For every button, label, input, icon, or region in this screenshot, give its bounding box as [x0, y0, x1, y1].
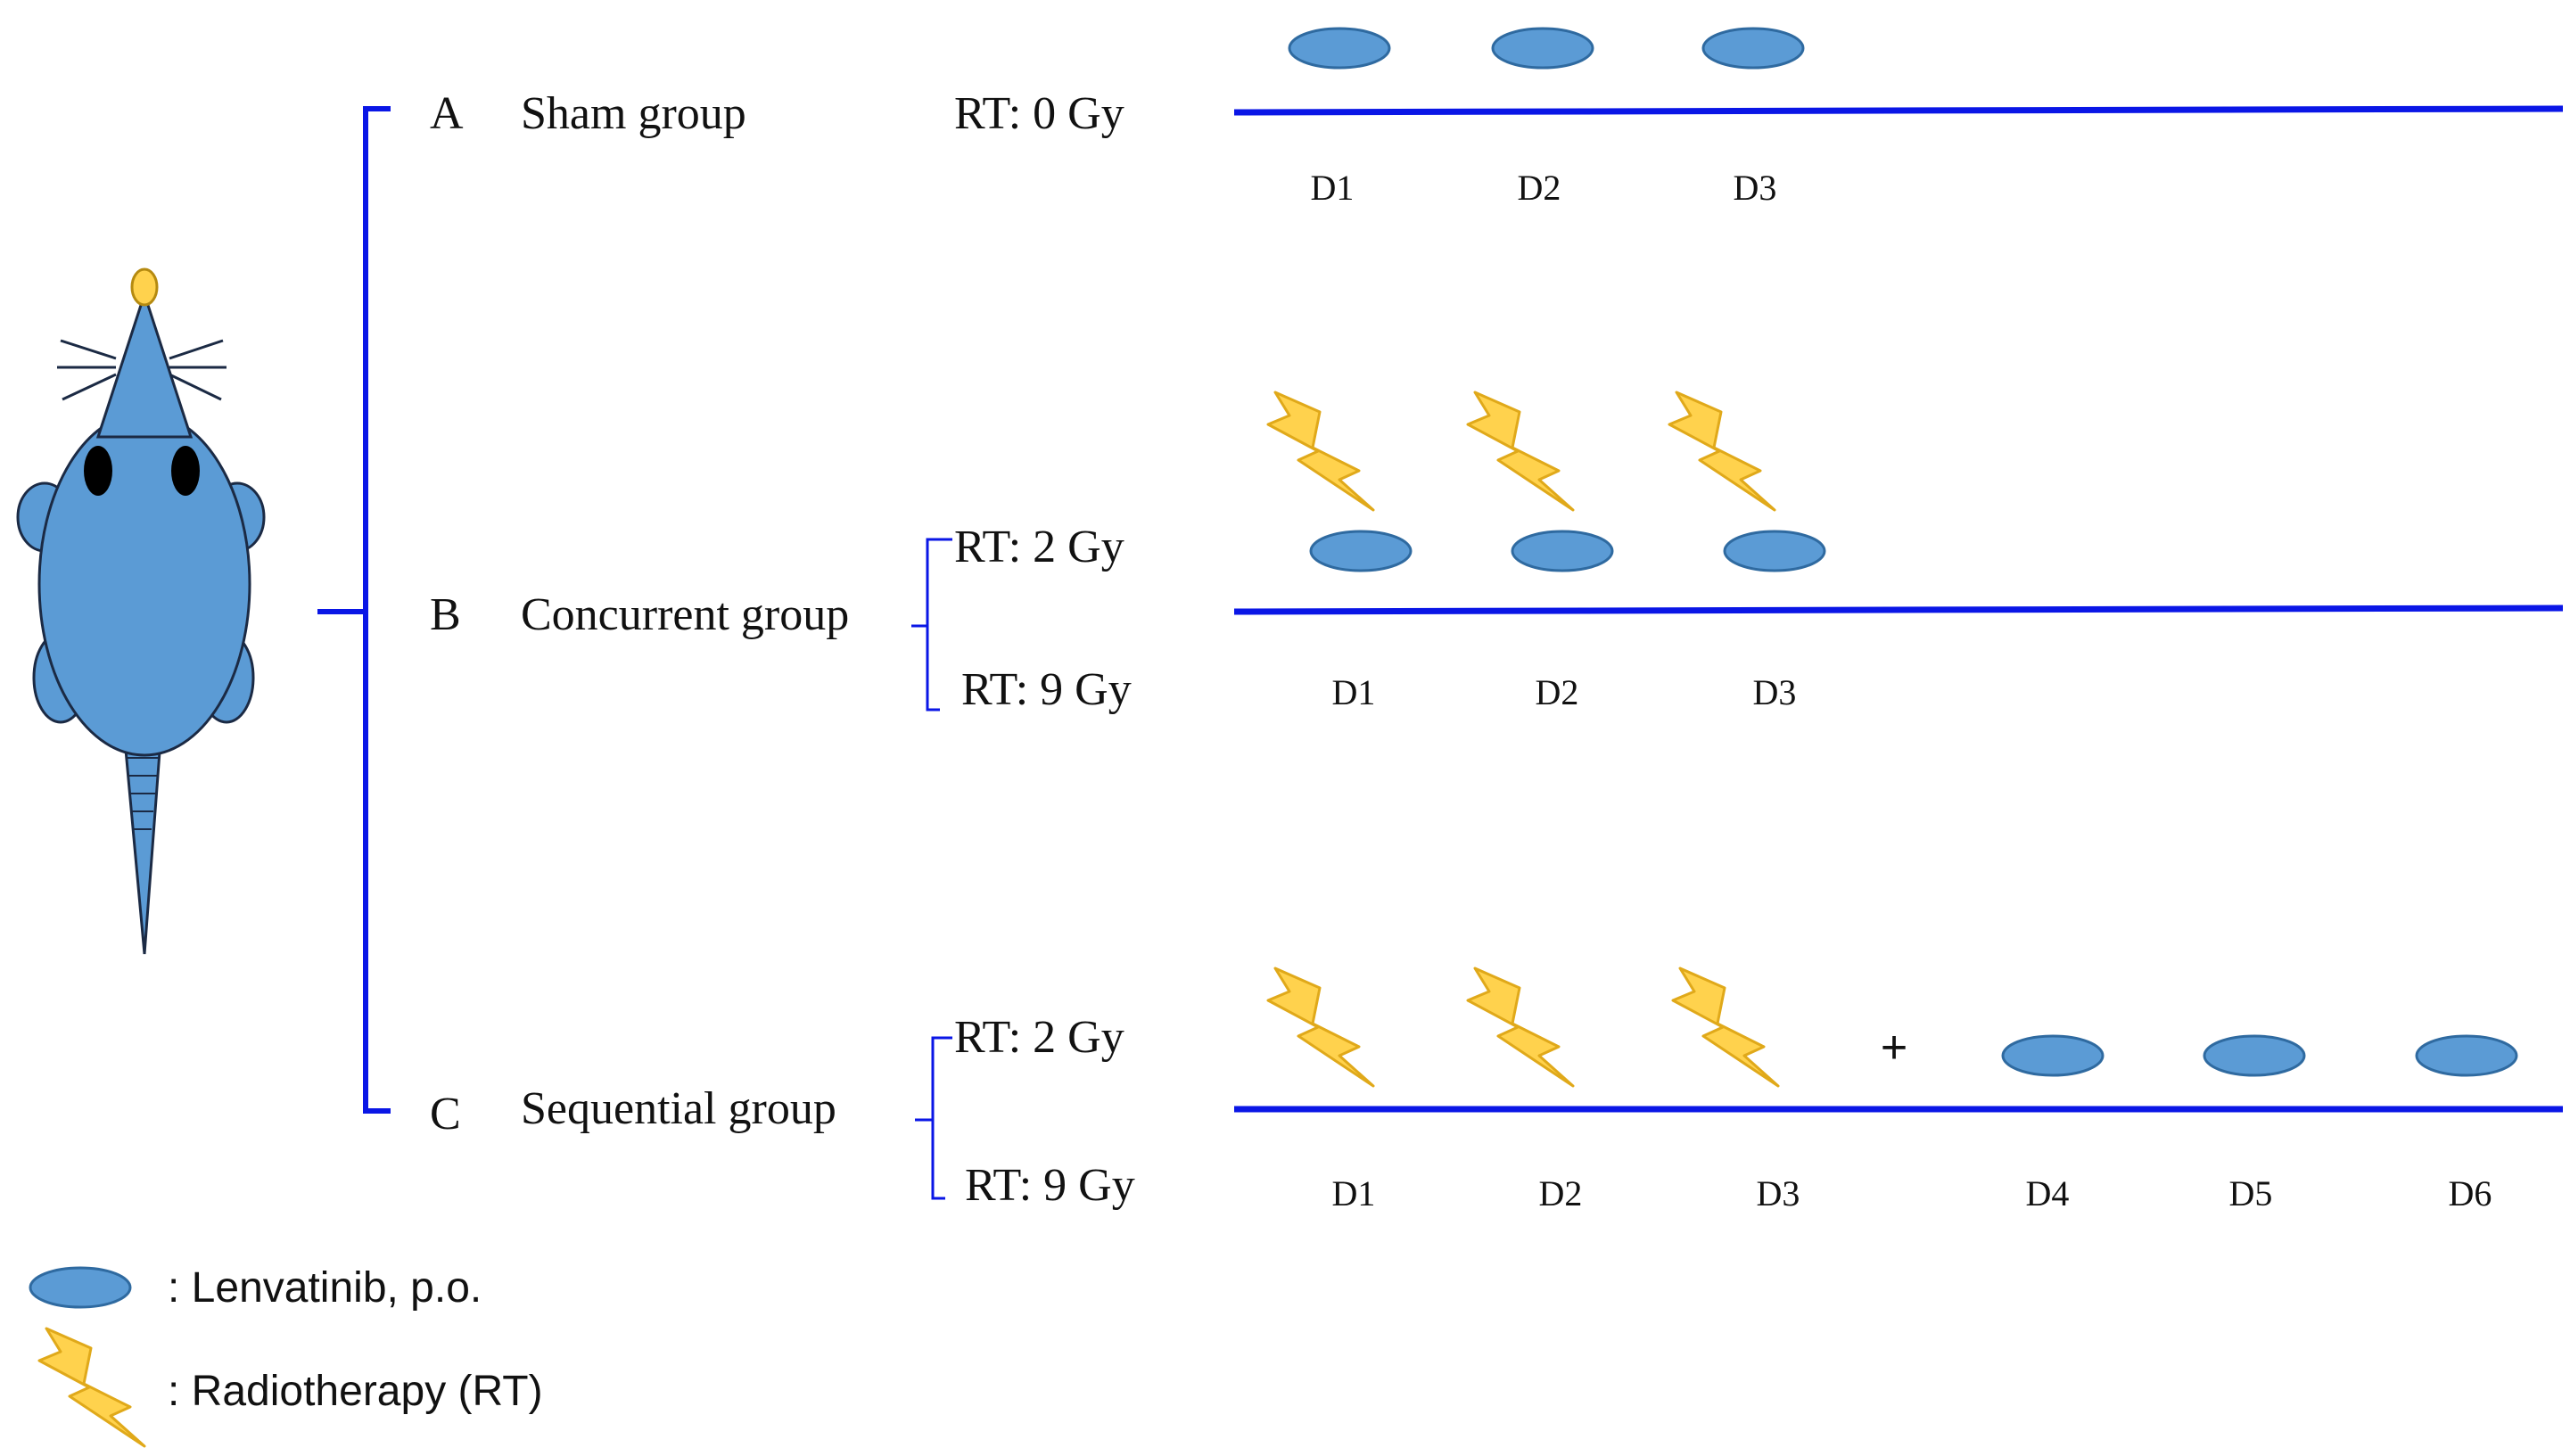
- lightning-bolt-icon: [1671, 967, 1780, 1088]
- lenvatinib-pill-icon: [2001, 1034, 2105, 1077]
- group-c-dose-2gy: RT: 2 Gy: [954, 1012, 1124, 1063]
- lenvatinib-pill-icon: [2203, 1034, 2306, 1077]
- group-c: C Sequential group RT: 2 Gy RT: 9 Gy + D…: [430, 967, 2563, 1213]
- day-label: D2: [1539, 1173, 1583, 1213]
- lenvatinib-pill-icon: [29, 1266, 132, 1309]
- group-b-dose-2gy: RT: 2 Gy: [954, 522, 1124, 572]
- lightning-bolt-icon: [1466, 967, 1575, 1088]
- group-a-name: Sham group: [521, 88, 746, 139]
- group-a-timeline: [1233, 105, 2564, 116]
- group-b-letter: B: [430, 589, 461, 640]
- plus-sign: +: [1881, 1022, 1907, 1073]
- day-label: D1: [1332, 1173, 1376, 1213]
- group-a: A Sham group RT: 0 Gy D1 D2 D3: [430, 27, 2564, 208]
- group-a-dose: RT: 0 Gy: [954, 88, 1124, 139]
- day-label: D5: [2229, 1173, 2273, 1213]
- day-label: D1: [1311, 168, 1355, 208]
- lenvatinib-pill-icon: [1723, 530, 1826, 572]
- lenvatinib-pill-icon: [1491, 27, 1594, 70]
- group-b-dose-9gy: RT: 9 Gy: [961, 664, 1132, 715]
- legend-radiotherapy-label: : Radiotherapy (RT): [168, 1368, 543, 1415]
- group-c-dose-9gy: RT: 9 Gy: [965, 1160, 1135, 1211]
- day-label: D4: [2026, 1173, 2070, 1213]
- lightning-bolt-icon: [1466, 391, 1575, 512]
- legend: : Lenvatinib, p.o. : Radiotherapy (RT): [29, 1264, 543, 1448]
- group-b-name: Concurrent group: [521, 589, 849, 640]
- lightning-bolt-icon: [1266, 967, 1375, 1088]
- group-c-name: Sequential group: [521, 1083, 836, 1134]
- day-label: D1: [1332, 672, 1376, 712]
- day-label: D3: [1757, 1173, 1800, 1213]
- lenvatinib-pill-icon: [2415, 1034, 2518, 1077]
- lightning-bolt-icon: [1266, 391, 1375, 512]
- day-label: D3: [1734, 168, 1777, 208]
- lightning-bolt-icon: [1668, 391, 1776, 512]
- lenvatinib-pill-icon: [1511, 530, 1614, 572]
- group-c-letter: C: [430, 1089, 461, 1139]
- lenvatinib-pill-icon: [1701, 27, 1805, 70]
- group-b-timeline: [1233, 605, 2564, 615]
- dose-bracket: [915, 1036, 952, 1200]
- day-label: D3: [1753, 672, 1797, 712]
- lenvatinib-pill-icon: [1309, 530, 1413, 572]
- lightning-bolt-icon: [37, 1327, 146, 1448]
- legend-lenvatinib-label: : Lenvatinib, p.o.: [168, 1264, 482, 1312]
- dose-bracket: [911, 538, 952, 712]
- day-label: D2: [1536, 672, 1579, 712]
- group-b: B Concurrent group RT: 2 Gy RT: 9 Gy D1 …: [430, 391, 2564, 715]
- lenvatinib-pill-icon: [1288, 27, 1391, 70]
- group-a-letter: A: [430, 88, 464, 139]
- mouse-icon: [16, 267, 266, 955]
- day-label: D6: [2449, 1173, 2492, 1213]
- day-label: D2: [1518, 168, 1561, 208]
- group-bracket: [317, 106, 391, 1114]
